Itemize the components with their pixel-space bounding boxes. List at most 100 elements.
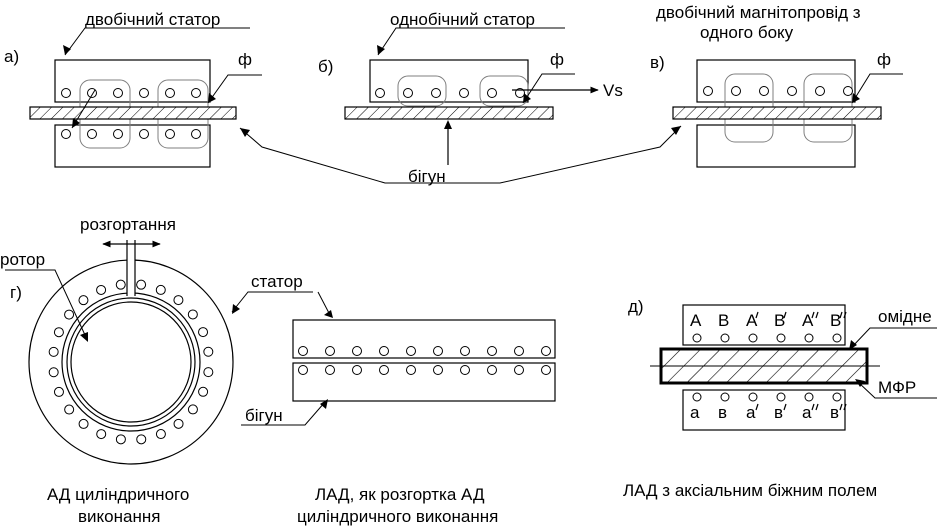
panel-g-caption-1: АД циліндричного [47, 485, 189, 504]
panel-b-runner-bar [344, 106, 554, 120]
conductor [703, 86, 713, 96]
conductor [155, 429, 166, 440]
panel-v-core-label-2: одного боку [700, 23, 794, 42]
panel-g: розгортання ротор г) статор АД циліндрич… [0, 215, 313, 526]
conductor [541, 365, 551, 375]
conductor [136, 279, 147, 290]
conductor [198, 327, 209, 338]
panel-a-stator-leader-arrowhead [63, 45, 71, 55]
panel-a-letter: а) [4, 47, 19, 66]
panel-d-letter: д) [628, 297, 644, 316]
panel-b-flux-leader [522, 73, 575, 104]
conductor [541, 346, 551, 356]
panel-a-stator-leader [64, 27, 250, 56]
conductor [203, 367, 214, 378]
conductor [379, 365, 389, 375]
bottom-phase-letter: а [746, 403, 756, 422]
conductor [173, 418, 184, 429]
conductor [78, 418, 89, 429]
panel-a-lower-conductors [61, 129, 201, 139]
conductor [203, 346, 214, 357]
top-prime-mark [783, 311, 787, 319]
conductor [514, 365, 524, 375]
panel-v-core-label-1: двобічний магнітопровід з [656, 3, 861, 22]
conductor [487, 88, 497, 98]
conductor [433, 346, 443, 356]
conductor [139, 88, 149, 98]
conductor [515, 88, 525, 98]
conductor [776, 392, 786, 402]
top-phase-letter: А [746, 311, 758, 330]
panel-b: б) однобічний статор ф Vs [318, 10, 623, 120]
bottom-phase-letter: а [802, 403, 812, 422]
panel-lad-runner [292, 362, 556, 402]
panel-lad-conductors [298, 346, 551, 375]
bottom-phase-letter: а [690, 403, 700, 422]
conductor [460, 346, 470, 356]
conductor [53, 386, 64, 397]
runner-leader-line [239, 125, 682, 184]
panel-a-upper-conductors [61, 88, 201, 98]
panel-a-flux-arrowhead [208, 93, 216, 103]
conductor [53, 327, 64, 338]
runner-label: бігун [408, 167, 446, 186]
panel-v-letter: в) [650, 53, 665, 72]
conductor [155, 284, 166, 295]
bottom-phase-letter: в [718, 403, 727, 422]
top-phase-letter: А [802, 311, 814, 330]
runner-leader-arrowhead-right [671, 126, 681, 135]
conductor [78, 295, 89, 306]
conductor [64, 404, 75, 415]
conductor [487, 365, 497, 375]
panel-d-caption: ЛАД з аксіальним біжним полем [623, 481, 877, 500]
conductor [325, 346, 335, 356]
panel-g-caption-2: виконання [78, 507, 160, 526]
panel-d-copper-label: омідне [878, 307, 932, 326]
panel-b-letter: б) [318, 57, 333, 76]
panel-b-coil-outline-1 [397, 75, 447, 107]
top-phase-letter: В [830, 311, 841, 330]
conductor [48, 346, 59, 357]
conductor [96, 429, 107, 440]
panel-b-stator-label: однобічний статор [390, 10, 535, 29]
conductor [406, 346, 416, 356]
conductor [459, 88, 469, 98]
panel-g-letter: г) [10, 283, 22, 302]
panel-g-rotor-arrowhead [80, 332, 88, 342]
conductor [692, 392, 702, 402]
panel-a: а) двобічний статор ф [4, 10, 262, 168]
top-prime-mark [815, 311, 819, 319]
runner-callout: бігун [239, 120, 682, 186]
panel-b-stator [369, 59, 529, 103]
panel-b-coil-outline-2 [479, 75, 529, 107]
conductor [720, 333, 730, 343]
bottom-prime-mark [843, 403, 847, 411]
conductor [136, 434, 147, 445]
top-phase-letter: В [774, 311, 785, 330]
panel-lad-stator [292, 319, 556, 359]
bottom-prime-mark [811, 403, 815, 411]
panel-lad-caption-2: циліндричного виконання [297, 507, 498, 526]
panel-v: в) двобічний магнітопровід з одного боку… [650, 3, 903, 168]
conductor [759, 86, 769, 96]
panel-a-runner-bar [29, 106, 237, 120]
conductor [375, 88, 385, 98]
panel-lad: бігун ЛАД, як розгортка АД циліндричного… [241, 291, 556, 526]
conductor [298, 365, 308, 375]
panel-lad-runner-label: бігун [245, 406, 283, 425]
panel-d-conductors [692, 333, 842, 402]
panel-d-mfr-label: МФР [878, 378, 916, 397]
conductor [460, 365, 470, 375]
panel-a-inner-arrowhead [72, 118, 80, 128]
panel-d-mfr-arrowhead [855, 379, 865, 387]
top-prime-mark [755, 311, 759, 319]
panel-a-upper-stator [54, 59, 211, 103]
conductor [191, 88, 201, 98]
conductor [692, 333, 702, 343]
panel-g-stator-label: статор [251, 272, 303, 291]
top-prime-mark [839, 311, 843, 319]
